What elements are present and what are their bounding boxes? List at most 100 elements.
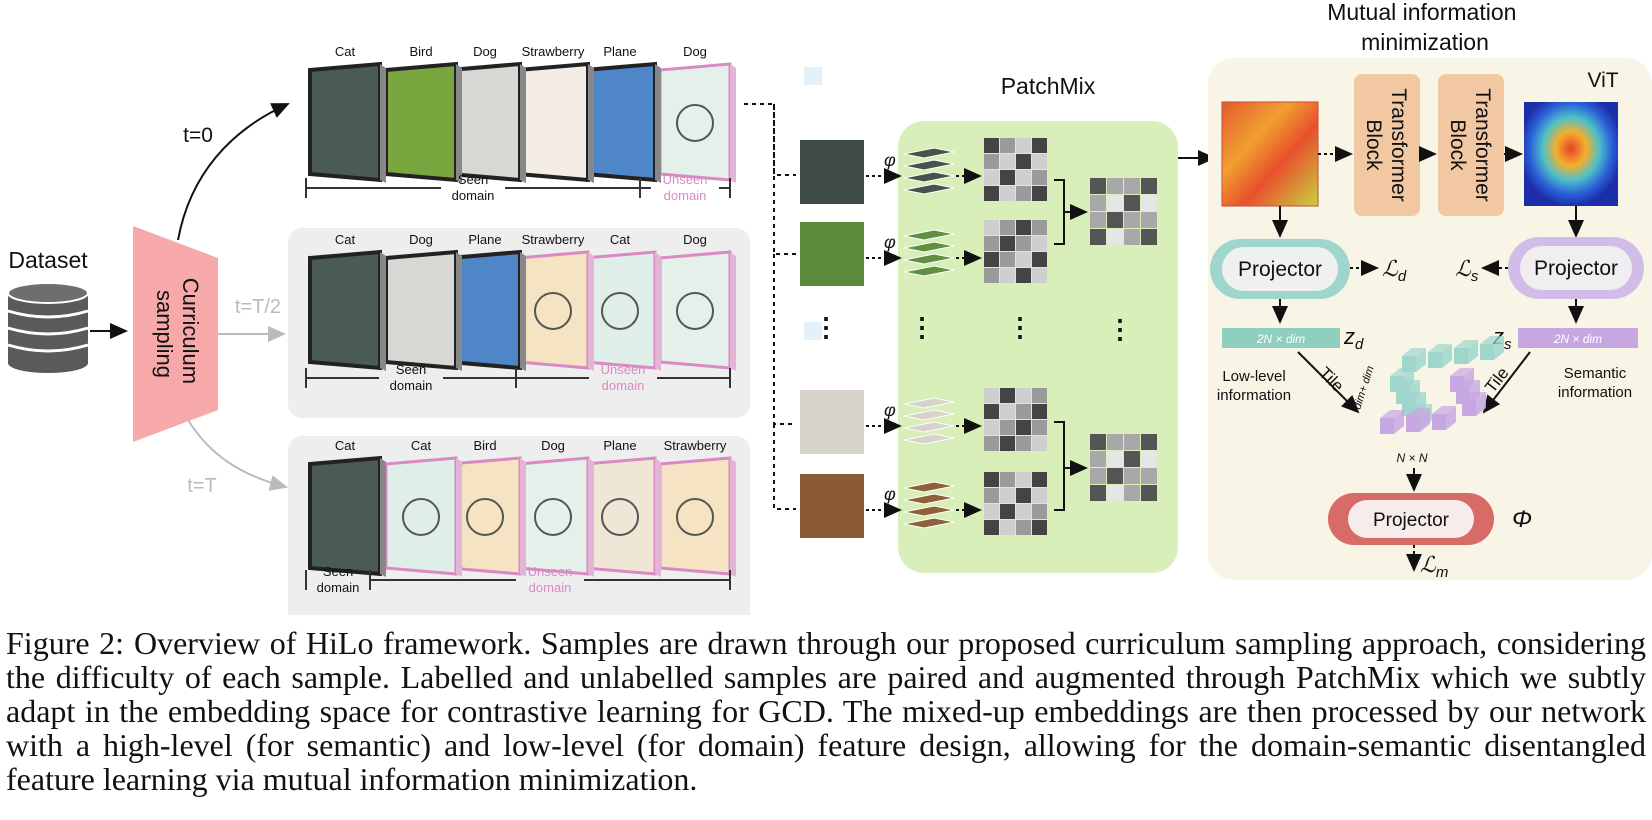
ellipsis-dots: ⋮ <box>909 312 935 342</box>
image-label: Bird <box>409 44 432 59</box>
mixed-patch-grid <box>1090 434 1157 501</box>
nxn-label: N × N <box>1396 451 1427 465</box>
phi-symbol: φ <box>884 232 896 252</box>
image-label: Dog <box>683 44 707 59</box>
patch-grid <box>984 138 1047 201</box>
image-label: Dog <box>409 232 433 247</box>
mixed-patch-grid <box>1090 178 1157 245</box>
image-label: Bird <box>473 438 496 453</box>
ellipsis-dots: ⋮ <box>1107 314 1133 344</box>
image-label: Strawberry <box>522 44 585 59</box>
patch-grid <box>984 388 1047 451</box>
caption-text: Overview of HiLo framework. Samples are … <box>6 625 1647 797</box>
image-label: Cat <box>411 438 432 453</box>
image-card-dog <box>516 456 594 577</box>
image-label: Cat <box>335 232 356 247</box>
curriculum-sampling-label: Curriculum sampling <box>152 278 203 390</box>
tiled-embedding-grid <box>1380 336 1504 434</box>
semantic-heatmap <box>1524 102 1618 206</box>
image-card-plane <box>448 249 526 371</box>
image-card-bird <box>384 61 462 183</box>
ellipsis-dots: ⋮ <box>813 312 839 342</box>
transformer-block-2 <box>1438 74 1504 216</box>
image-card-dog <box>658 250 736 371</box>
low-level-heatmap <box>1222 102 1318 206</box>
mi-title: Mutual information minimization <box>1327 0 1523 55</box>
image-label: Dog <box>541 438 565 453</box>
database-icon <box>7 282 89 373</box>
image-label: Cat <box>335 438 356 453</box>
image-card-cat <box>308 249 386 371</box>
dashed-connectors <box>744 103 796 510</box>
phi-symbol: φ <box>884 150 896 170</box>
image-label: Strawberry <box>522 232 585 247</box>
svg-text:2N × dim: 2N × dim <box>1256 332 1305 346</box>
input-thumbnail <box>800 222 864 286</box>
svg-text:Projector: Projector <box>1373 510 1450 531</box>
vit-label: ViT <box>1587 69 1618 92</box>
svg-text:2N × dim: 2N × dim <box>1553 332 1602 346</box>
svg-text:Projector: Projector <box>1534 257 1618 280</box>
input-thumbnail <box>800 140 864 204</box>
patchmix-content: φ φ φ φ ⋮ ⋮ ⋮ ⋮ <box>800 138 1157 538</box>
transformer-block-1 <box>1354 74 1420 216</box>
patch-grid <box>984 220 1047 283</box>
image-label: Dog <box>683 232 707 247</box>
loss-s: ℒs <box>1455 256 1479 285</box>
input-thumbnail <box>800 474 864 538</box>
patchmix-title: PatchMix <box>1001 73 1096 99</box>
image-label: Strawberry <box>664 438 727 453</box>
phi-label: Φ <box>1512 506 1532 533</box>
dataset-label: Dataset <box>8 247 88 273</box>
transformer-block-1-label: TransformerBlock <box>1362 88 1410 202</box>
figure-caption: Figure 2:Overview of HiLo framework. Sam… <box>6 626 1646 796</box>
loss-d: ℒd <box>1382 256 1407 285</box>
curriculum-sampling-block <box>133 226 218 442</box>
image-card-cat <box>308 61 386 183</box>
image-label: Plane <box>603 44 636 59</box>
image-label: Cat <box>610 232 631 247</box>
image-card-bird <box>448 456 526 577</box>
z-d-label: zd <box>1343 324 1364 353</box>
t0-label: t=0 <box>183 124 213 147</box>
t-half-label: t=T/2 <box>235 296 281 318</box>
z-d-bar <box>1222 328 1340 348</box>
image-label: Cat <box>335 44 356 59</box>
input-thumbnail <box>800 390 864 454</box>
image-card-plane <box>583 61 661 183</box>
transformer-block-2-label: TransformerBlock <box>1446 88 1494 202</box>
image-card-strawberry <box>658 456 736 577</box>
t-full-label: t=T <box>187 475 216 497</box>
z-s-bar <box>1518 328 1638 348</box>
svg-text:Projector: Projector <box>1238 258 1322 281</box>
figure-number: Figure 2: <box>6 625 124 661</box>
phi-symbol: φ <box>884 484 896 504</box>
image-card-cat <box>308 455 386 577</box>
patch-grid <box>984 472 1047 535</box>
image-card-dog <box>658 62 736 183</box>
image-card-strawberry <box>516 250 594 371</box>
image-label: Plane <box>468 232 501 247</box>
hilo-diagram: Dataset Curriculum sampling t=0 t=T/2 t=… <box>7 0 1652 615</box>
image-card-cat <box>583 250 661 371</box>
image-card-dog <box>384 249 462 371</box>
ellipsis-dots: ⋮ <box>1007 312 1033 342</box>
image-card-strawberry <box>516 61 594 183</box>
loss-m: ℒm <box>1420 552 1448 581</box>
image-card-plane <box>583 456 661 577</box>
image-card-cat <box>384 456 462 577</box>
image-label: Dog <box>473 44 497 59</box>
phi-symbol: φ <box>884 400 896 420</box>
